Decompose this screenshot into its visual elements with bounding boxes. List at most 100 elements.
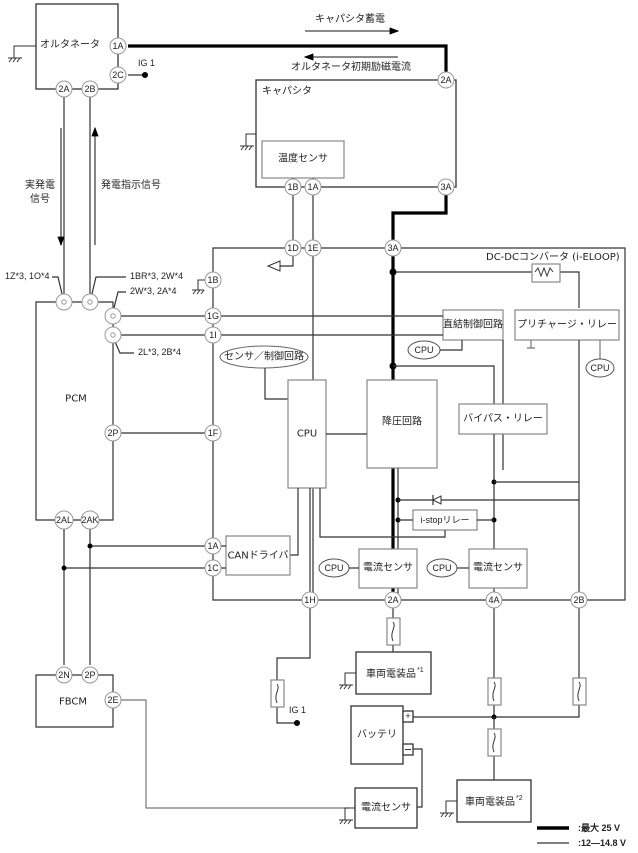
- svg-text:1A: 1A: [112, 41, 123, 51]
- fuse-icon: [270, 679, 285, 708]
- svg-text:2A: 2A: [387, 595, 398, 605]
- main-cpu-label: CPU: [297, 429, 317, 440]
- connector-pin-dc-3a: 3A: [384, 239, 402, 257]
- bypass-relay-label: バイパス・リレー: [463, 413, 543, 425]
- svg-text:CPU: CPU: [414, 345, 433, 355]
- connector-pin-dc-1f: 1F: [204, 424, 222, 442]
- svg-text:2A: 2A: [58, 84, 69, 94]
- svg-text:車両電装品: 車両電装品: [366, 667, 416, 680]
- connector-pin-dc-1a: 1A: [204, 537, 222, 555]
- svg-text:CPU: CPU: [590, 363, 609, 373]
- connector-pin-dc-1h: 1H: [301, 591, 319, 609]
- pin-note: 1Z*3, 1O*4: [5, 271, 50, 281]
- svg-text:2N: 2N: [58, 670, 70, 680]
- svg-text:+: +: [405, 711, 410, 721]
- sensor-control-circuit: [219, 345, 309, 369]
- svg-text:2E: 2E: [107, 695, 118, 705]
- connector-pin-pcm-2al: 2AL: [54, 510, 74, 530]
- fuse-icon: [386, 617, 401, 646]
- pin-note: 1BR*3, 2W*4: [130, 271, 183, 281]
- current-sensor: [468, 548, 528, 589]
- svg-text:1H: 1H: [304, 595, 316, 605]
- dcdc-label: DC-DCコンバータ (i-ELOOP): [486, 251, 620, 263]
- direct-control-circuit: [442, 309, 504, 341]
- step-down-label: 降圧回路: [382, 415, 422, 428]
- battery-plus-icon: [402, 710, 414, 723]
- ground-icon: [8, 45, 36, 63]
- ground-icon: [240, 133, 256, 151]
- svg-text:1C: 1C: [207, 563, 219, 573]
- svg-text:1A: 1A: [307, 182, 318, 192]
- svg-text:2B: 2B: [84, 84, 95, 94]
- temperature-sensor-label: 温度センサ: [278, 152, 328, 165]
- step-down-circuit: [366, 379, 438, 469]
- sensor-control-label: センサ／制御回路: [224, 350, 304, 363]
- svg-text:1B: 1B: [287, 182, 298, 192]
- connector-pin-cap-1b: 1B: [284, 178, 302, 196]
- svg-text:2AL: 2AL: [56, 515, 72, 525]
- svg-text:3A: 3A: [387, 243, 398, 253]
- svg-text:電流センサ: 電流センサ: [361, 801, 411, 814]
- precharge-relay: [514, 309, 620, 341]
- connector-pin-dc-1b: 1B: [204, 271, 222, 289]
- ig1-label: IG 1: [289, 705, 306, 715]
- cpu-chip: [585, 358, 615, 378]
- connector-pin-cap-1a: 1A: [304, 178, 322, 196]
- svg-text:電流センサ: 電流センサ: [473, 561, 523, 574]
- connector-pin-cap-3a: 3A: [437, 178, 455, 196]
- svg-text:1E: 1E: [307, 243, 318, 253]
- pcm-junction-pin: [55, 293, 73, 311]
- svg-text:1F: 1F: [208, 428, 219, 438]
- ig1-label: IG 1: [138, 58, 155, 68]
- connector-pin-pcm-2ak: 2AK: [80, 510, 100, 530]
- pcm-junction-pin: [104, 307, 122, 325]
- pcm-label: PCM: [65, 394, 87, 405]
- svg-text:1D: 1D: [287, 243, 299, 253]
- svg-text:1B: 1B: [207, 275, 218, 285]
- svg-text:*1: *1: [417, 667, 424, 674]
- connector-pin-cap-2a: 2A: [437, 71, 455, 89]
- connector-pin-dc-1e: 1E: [304, 239, 322, 257]
- connector-pin-dc-1g: 1G: [204, 307, 222, 325]
- alternator-label: オルタネータ: [40, 39, 100, 51]
- svg-text:1A: 1A: [207, 541, 218, 551]
- pcm-junction-pin: [104, 326, 122, 344]
- connector-pin-fbcm-2p: 2P: [81, 666, 99, 684]
- connector-pin-alt-2c: 2C: [109, 66, 127, 84]
- legend-thin-label: :12—14.8 V: [578, 838, 626, 848]
- main-cpu: [287, 379, 327, 489]
- svg-text:2P: 2P: [107, 428, 118, 438]
- bypass-relay: [458, 403, 548, 435]
- capacitor-charge-label: キャパシタ蓄電: [315, 13, 385, 25]
- connector-pin-dc-1i: 1I: [204, 326, 222, 344]
- svg-text:車両電装品: 車両電装品: [465, 795, 515, 808]
- svg-text:2B: 2B: [573, 595, 584, 605]
- temperature-sensor: [261, 140, 345, 179]
- connector-pin-dc-2a: 2A: [384, 591, 402, 609]
- svg-text:3A: 3A: [440, 182, 451, 192]
- connector-pin-dc-1c: 1C: [204, 559, 222, 577]
- svg-text:CPU: CPU: [432, 563, 451, 573]
- connector-pin-alt-2b: 2B: [81, 80, 99, 98]
- svg-text:CPU: CPU: [324, 563, 343, 573]
- legend-thick-label: :最大 25 V: [578, 822, 620, 833]
- ig1-terminal-icon: [142, 72, 148, 78]
- fbcm-label: FBCM: [59, 697, 87, 708]
- connector-pin-pcm-2p: 2P: [104, 424, 122, 442]
- alternator: オルタネータ: [35, 3, 119, 90]
- connector-pin-dc-2b: 2B: [570, 591, 588, 609]
- svg-text:4A: 4A: [488, 595, 499, 605]
- pcm: [35, 301, 114, 521]
- svg-text:2P: 2P: [84, 670, 95, 680]
- vehicle-electrical-1: [355, 651, 432, 695]
- capacitor: キャパシタ: [255, 79, 457, 188]
- connector-pin-dc-4a: 4A: [485, 591, 503, 609]
- precharge-relay-label: プリチャージ・リレー: [517, 319, 617, 331]
- svg-text:*2: *2: [516, 795, 523, 802]
- svg-text:2A: 2A: [440, 75, 451, 85]
- alternator-excitation-label: オルタネータ初期励磁電流: [291, 60, 411, 73]
- battery-label: バッテリ: [357, 729, 397, 741]
- connector-pin-dc-1d: 1D: [284, 239, 302, 257]
- connector-pin-fbcm-2n: 2N: [55, 666, 73, 684]
- connector-pin-fbcm-2e: 2E: [104, 691, 122, 709]
